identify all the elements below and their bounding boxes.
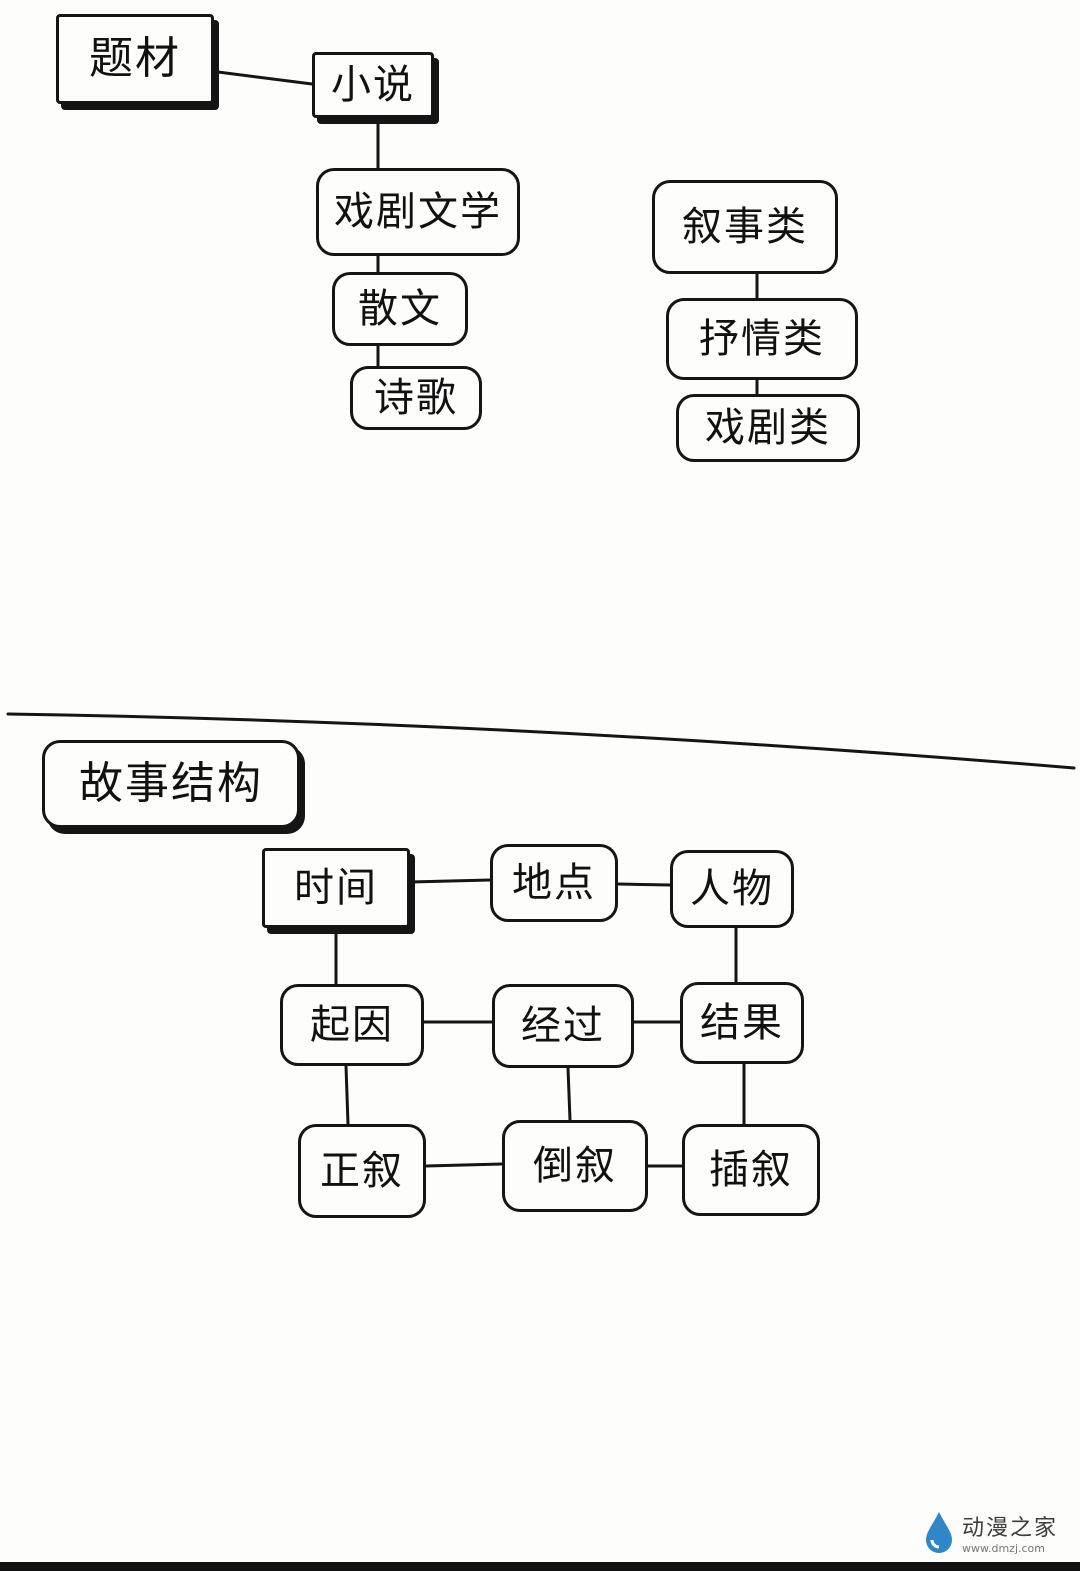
connector-genre-novel [216, 70, 314, 86]
grid-place: 地点 [490, 844, 618, 922]
grid-flashback: 倒叙 [502, 1120, 648, 1212]
structure-root-node: 故事结构 [42, 740, 300, 828]
genre-form-prose: 散文 [332, 272, 468, 346]
genre-type-drama: 戏剧类 [676, 394, 860, 462]
droplet-logo-icon [926, 1512, 952, 1553]
watermark-name: 动漫之家 [962, 1515, 1059, 1541]
genre-form-poetry: 诗歌 [350, 366, 482, 430]
grid-forward-narration: 正叙 [298, 1124, 426, 1218]
watermark: 动漫之家 www.dmzj.com [922, 1502, 1072, 1562]
grid-time: 时间 [262, 848, 410, 928]
connector-place-person [616, 882, 672, 887]
grid-person: 人物 [670, 850, 794, 928]
connector-process-flashback [566, 1066, 572, 1122]
grid-interpolated-narration: 插叙 [682, 1124, 820, 1216]
grid-cause: 起因 [280, 984, 424, 1066]
watermark-url: www.dmzj.com [962, 1541, 1045, 1555]
bottom-edge-bar [0, 1562, 1080, 1571]
genre-form-drama: 戏剧文学 [316, 168, 520, 256]
genre-type-narrative: 叙事类 [652, 180, 838, 274]
genre-root-node: 题材 [56, 14, 214, 104]
connector-forward-flashback [424, 1162, 504, 1168]
genre-form-novel: 小说 [312, 52, 434, 118]
section-divider [6, 712, 1076, 770]
grid-result: 结果 [680, 982, 804, 1064]
connector-cause-forward [344, 1064, 350, 1126]
genre-type-lyric: 抒情类 [666, 298, 858, 380]
connector-time-place [408, 878, 492, 884]
grid-process: 经过 [492, 984, 634, 1068]
